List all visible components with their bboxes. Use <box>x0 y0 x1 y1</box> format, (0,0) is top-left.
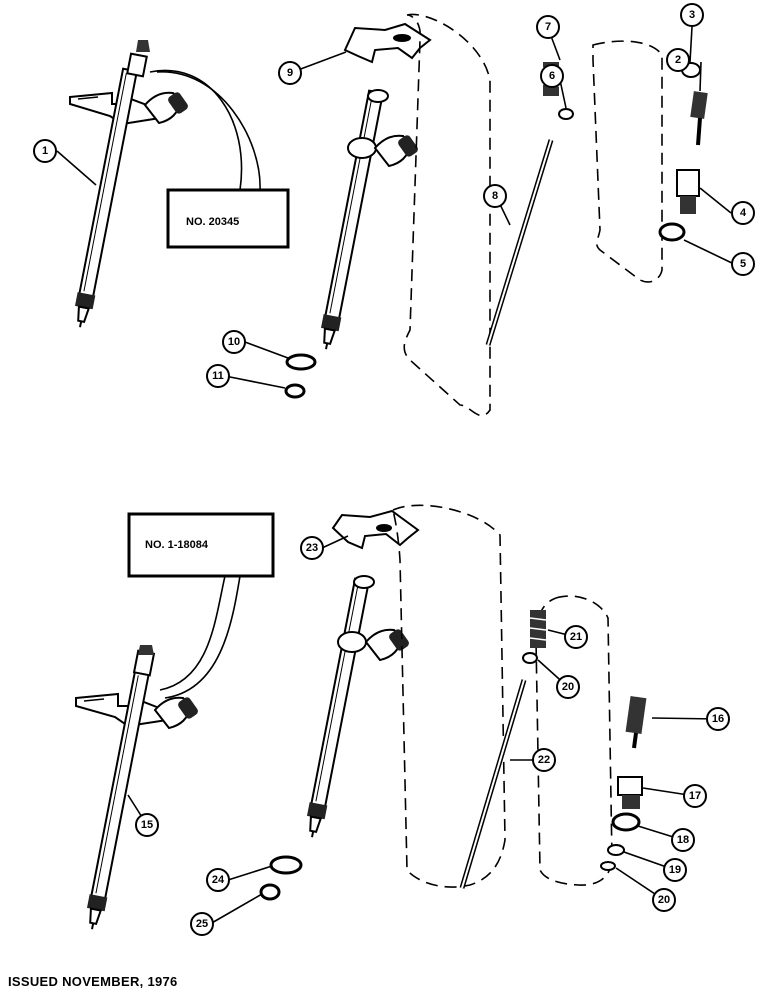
label-9: 9 <box>287 67 293 79</box>
label-23: 23 <box>306 542 318 554</box>
adjusting-screw-16 <box>625 696 647 749</box>
callout-label-1-18084: NO. 1-18084 <box>145 539 209 551</box>
callout-box-20345 <box>166 188 290 249</box>
label-16: 16 <box>712 713 724 725</box>
washer-10 <box>285 353 317 371</box>
label-8: 8 <box>492 190 498 202</box>
label-2: 2 <box>675 54 681 66</box>
label-18: 18 <box>677 834 689 846</box>
label-6: 6 <box>549 70 555 82</box>
push-rod-8 <box>485 139 554 346</box>
label-24: 24 <box>212 874 225 886</box>
washer-11 <box>284 383 306 399</box>
washer-19 <box>607 844 625 856</box>
label-25: 25 <box>196 918 208 930</box>
nut-5 <box>658 222 686 242</box>
part-number-text: 1 2 3 4 5 6 7 8 9 10 11 15 16 17 18 19 2… <box>42 9 747 930</box>
callout-box-1-18084 <box>127 512 275 578</box>
injector-body-center-bottom <box>302 509 420 840</box>
label-10: 10 <box>228 336 240 348</box>
label-17: 17 <box>689 790 701 802</box>
label-22: 22 <box>538 754 550 766</box>
issue-date-footer: ISSUED NOVEMBER, 1976 <box>8 974 178 989</box>
injector-assembly-1-18084 <box>75 645 201 932</box>
fitting-17 <box>617 776 643 809</box>
part-number-labels <box>33 3 755 936</box>
label-21: 21 <box>570 631 582 643</box>
fitting-4 <box>676 169 700 214</box>
label-19: 19 <box>669 864 681 876</box>
label-20-lower: 20 <box>658 894 670 906</box>
label-4: 4 <box>740 207 747 219</box>
label-11: 11 <box>212 370 224 382</box>
adjusting-screw-2 <box>690 91 708 146</box>
push-rod-22 <box>459 679 527 889</box>
injector-assembly-20345 <box>69 40 191 330</box>
label-20-upper: 20 <box>562 681 574 693</box>
callout-label-20345: NO. 20345 <box>186 216 239 228</box>
washer-25 <box>259 883 281 901</box>
label-15: 15 <box>141 819 153 831</box>
label-3: 3 <box>689 9 695 21</box>
seat-6 <box>558 108 574 120</box>
nut-18 <box>611 812 641 832</box>
spring-21 <box>529 610 547 648</box>
label-1: 1 <box>42 145 48 157</box>
label-7: 7 <box>545 21 551 33</box>
seat-20-upper <box>522 652 538 664</box>
label-5: 5 <box>740 258 746 270</box>
washer-20-lower <box>600 861 616 871</box>
washer-24 <box>269 855 303 875</box>
injector-body-center-top <box>316 22 432 352</box>
